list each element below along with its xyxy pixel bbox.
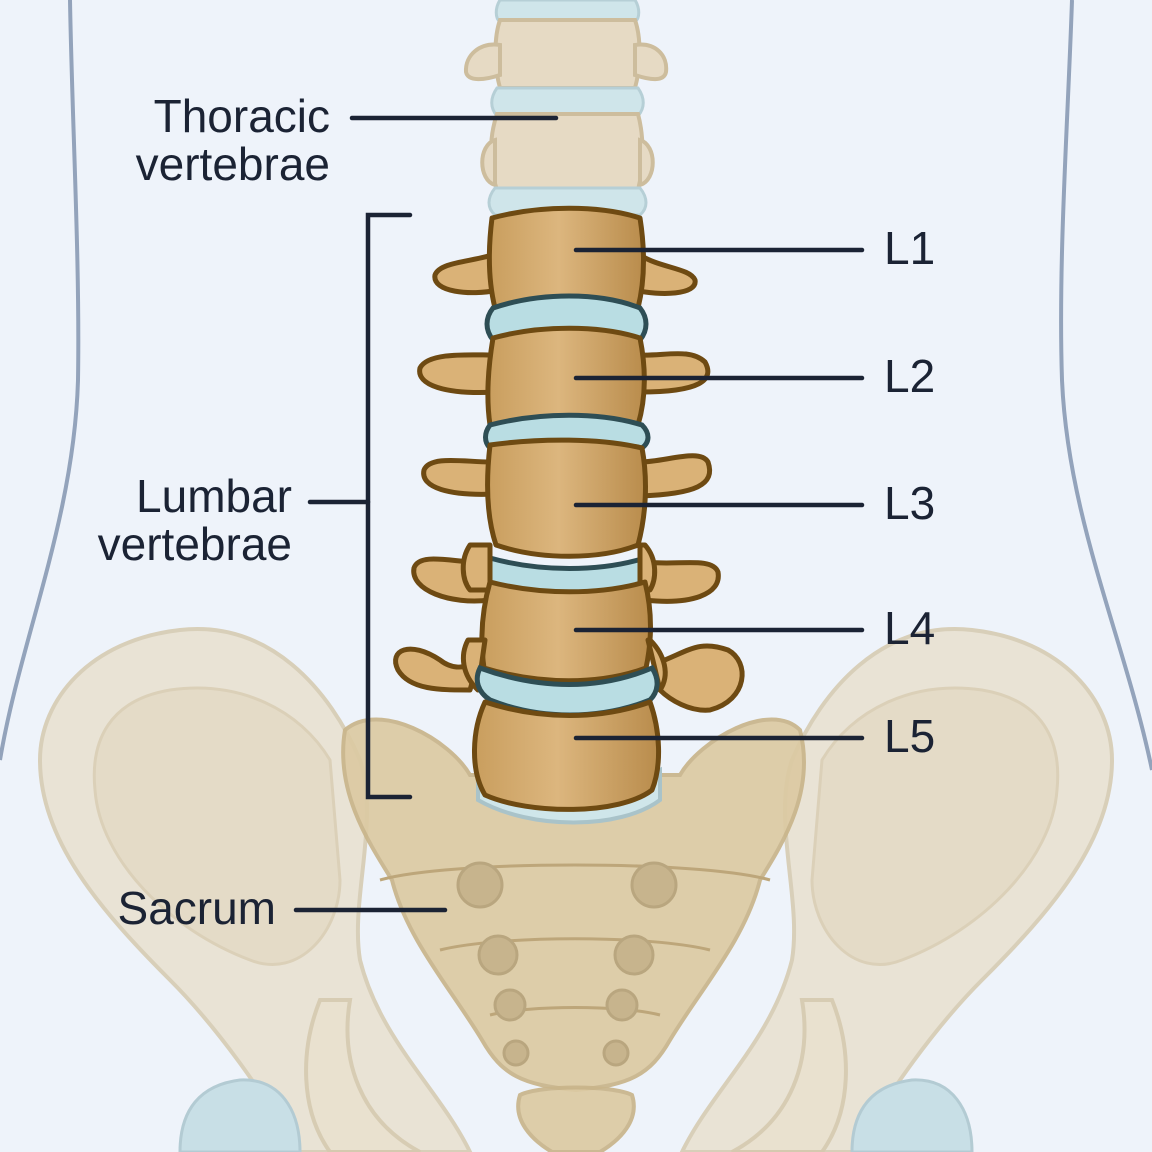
lumbar-label-line-2: vertebrae bbox=[98, 518, 292, 570]
thoracic-process bbox=[633, 42, 669, 82]
thoracic-process bbox=[480, 137, 497, 188]
lumbar-bracket bbox=[365, 212, 413, 800]
l2-label: L2 bbox=[884, 350, 935, 402]
l3-body bbox=[485, 437, 648, 559]
coccyx bbox=[516, 1085, 636, 1152]
pelvis bbox=[37, 627, 1115, 1152]
thoracic-vertebra bbox=[493, 18, 642, 90]
thoracic-label-line-1: Thoracic bbox=[154, 90, 330, 142]
left-hip-joint bbox=[178, 1078, 302, 1152]
l3-label: L3 bbox=[884, 477, 935, 529]
lumbar-label-line-1: Lumbar bbox=[136, 470, 292, 522]
left-pubic-ramus bbox=[304, 998, 421, 1152]
l5-transverse-process-right bbox=[657, 643, 745, 713]
l4-transverse-process-right bbox=[642, 559, 721, 604]
l2-transverse-process-right bbox=[637, 351, 711, 395]
sacral-foramen bbox=[477, 934, 519, 976]
l1-transverse-process-left bbox=[432, 252, 501, 296]
sacrum-label: Sacrum bbox=[118, 882, 276, 934]
l1-transverse-process-right bbox=[632, 252, 698, 296]
thoracic-process bbox=[464, 42, 502, 82]
vertebra-l1 bbox=[432, 205, 698, 311]
l5-transverse-process-left bbox=[393, 646, 481, 693]
right-hip-joint bbox=[850, 1078, 974, 1152]
sacral-foramen bbox=[613, 934, 655, 976]
vertebra-l5 bbox=[393, 637, 745, 825]
l3-transverse-process-right bbox=[637, 453, 712, 499]
thoracic-vertebrae bbox=[464, 0, 669, 217]
vertebra-l3 bbox=[421, 437, 712, 559]
sacral-foramen bbox=[502, 1039, 530, 1067]
l4-label: L4 bbox=[884, 602, 935, 654]
thoracic-label-line-2: vertebrae bbox=[136, 138, 330, 190]
l5-articular-process-right bbox=[645, 637, 668, 693]
right-pubic-ramus bbox=[731, 998, 848, 1152]
sacrum-body bbox=[341, 717, 806, 1093]
torso-outline-right bbox=[1059, 0, 1152, 771]
l5-body bbox=[472, 699, 661, 812]
l4-articular-process-left bbox=[460, 542, 493, 593]
left-iliac-fossa bbox=[92, 686, 342, 967]
sacral-foramen bbox=[605, 988, 639, 1022]
sacrum bbox=[341, 717, 806, 1152]
l1-label: L1 bbox=[884, 222, 935, 274]
thoracic-process bbox=[638, 137, 655, 188]
thoracic-vertebra bbox=[488, 112, 645, 192]
l5-label: L5 bbox=[884, 710, 935, 762]
l3-transverse-process-left bbox=[421, 457, 498, 497]
sacral-foramen bbox=[630, 861, 678, 909]
thoracic-disc bbox=[490, 86, 645, 118]
sacral-ridge-2 bbox=[439, 937, 711, 952]
l2-transverse-process-left bbox=[417, 352, 501, 396]
sacral-ridge-1 bbox=[379, 863, 771, 882]
right-iliac-fossa bbox=[810, 686, 1060, 967]
torso-outline-left bbox=[0, 0, 81, 761]
l1-body bbox=[486, 205, 646, 311]
sacral-foramen bbox=[456, 861, 504, 909]
sacral-foramen bbox=[493, 988, 527, 1022]
sacral-foramen bbox=[602, 1039, 630, 1067]
